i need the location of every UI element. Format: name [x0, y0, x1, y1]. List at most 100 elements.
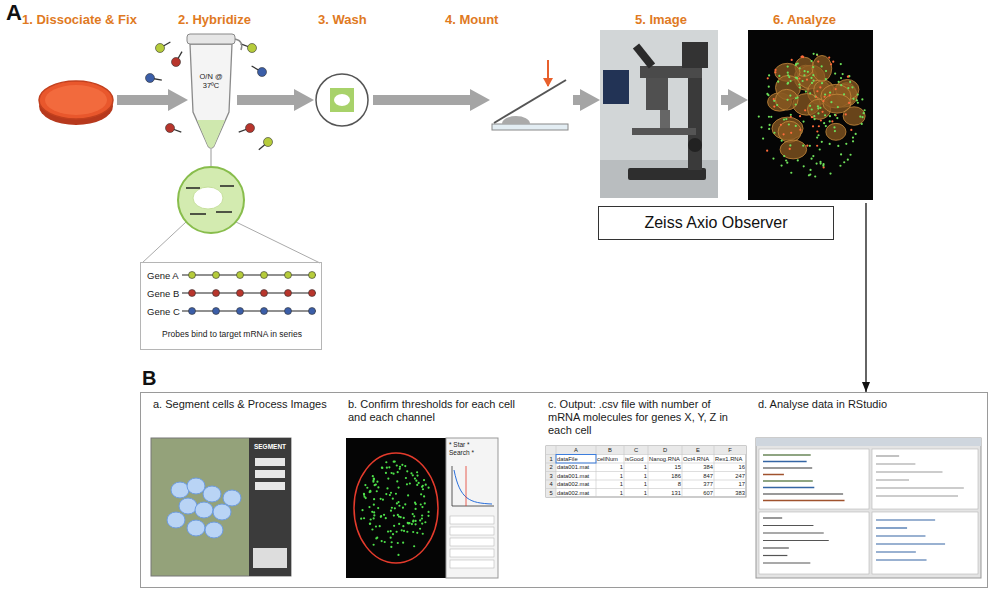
mrna-spot — [369, 523, 371, 525]
mrna-spot — [829, 91, 831, 93]
pane-line — [876, 535, 925, 536]
mrna-spot — [383, 514, 385, 516]
cell — [826, 123, 846, 140]
petri-dish — [39, 81, 113, 119]
mrna-spot — [381, 540, 383, 542]
probe — [166, 124, 175, 133]
mrna-spot — [366, 487, 368, 489]
cell-outline — [354, 453, 438, 563]
mrna-spot — [414, 523, 416, 525]
mrna-spot — [774, 69, 776, 71]
table-cell: 1 — [597, 489, 623, 498]
mrna-spot — [363, 493, 365, 495]
mrna-spot — [842, 73, 844, 75]
panel-letter: A — [6, 0, 22, 26]
mrna-spot — [399, 466, 401, 468]
mrna-spot — [390, 472, 392, 474]
mrna-spot — [416, 484, 418, 486]
code-line — [763, 480, 813, 482]
mrna-spot — [786, 83, 788, 85]
step-title: 3. Wash — [318, 12, 367, 28]
mrna-spot — [391, 507, 393, 509]
mrna-spot — [407, 522, 409, 524]
mrna-spot — [850, 129, 852, 131]
table-header: 1 — [547, 455, 555, 464]
mrna-spot — [836, 117, 838, 119]
mrna-spot — [412, 520, 414, 522]
instrument-name: Zeiss Axio Observer — [644, 213, 787, 232]
selected-cell — [556, 455, 596, 464]
mrna-spot — [848, 75, 850, 77]
plot-curve — [454, 470, 492, 504]
mrna-spot — [824, 93, 826, 95]
mrna-spot — [420, 503, 422, 505]
mrna-spot — [789, 148, 791, 150]
mrna-spot — [861, 98, 863, 100]
table-cell: 131 — [649, 489, 681, 498]
mrna-spot — [802, 120, 804, 122]
mrna-spot — [816, 90, 818, 92]
mrna-spot — [766, 150, 768, 152]
mrna-spot — [840, 77, 842, 79]
probe — [261, 272, 268, 279]
probe — [285, 272, 292, 279]
mrna-spot — [835, 114, 837, 116]
mrna-spot — [802, 80, 804, 82]
mrna-spot — [396, 502, 398, 504]
mrna-spot — [360, 518, 362, 520]
button — [255, 482, 285, 490]
mrna-spot — [372, 475, 374, 477]
pane-line — [876, 463, 915, 464]
mrna-spot — [388, 466, 390, 468]
mrna-spot — [425, 484, 427, 486]
mrna-spot — [806, 78, 808, 80]
screenshot — [151, 438, 291, 576]
mrna-strand — [186, 187, 200, 189]
mrna-spot — [815, 163, 817, 165]
probe — [264, 138, 273, 147]
mrna-spot — [369, 491, 371, 493]
probe — [309, 290, 316, 297]
segmented-cell — [187, 478, 205, 494]
mrna-spot — [416, 475, 418, 477]
pane — [872, 512, 978, 574]
mrna-spot — [809, 145, 811, 147]
mrna-spot — [427, 515, 429, 517]
mrna-spot — [787, 72, 789, 74]
mrna-spot — [816, 53, 818, 55]
mrna-spot — [799, 129, 801, 131]
mrna-spot — [835, 88, 837, 90]
table-cell: data002.mat — [557, 489, 595, 498]
mrna-spot — [834, 73, 836, 75]
mrna-spot — [808, 174, 810, 176]
mrna-spot — [773, 100, 775, 102]
table-header: 4 — [547, 480, 555, 489]
table-cell: dataFile — [557, 455, 595, 464]
mrna-spot — [398, 523, 400, 525]
mrna-spot — [823, 122, 825, 124]
probe — [246, 124, 255, 133]
mrna-spot — [777, 81, 779, 83]
mrna-spot — [402, 507, 404, 509]
mrna-spot — [834, 114, 836, 116]
pane-line — [876, 543, 945, 544]
mrna-spot — [768, 124, 770, 126]
mrna-spot — [843, 161, 845, 163]
console-line — [763, 532, 824, 533]
mrna-spot — [385, 493, 387, 495]
mrna-spot — [795, 64, 797, 66]
segmented-cell — [203, 486, 221, 502]
mrna-spot — [412, 520, 414, 522]
mrna-spot — [768, 74, 770, 76]
mrna-spot — [817, 112, 819, 114]
mrna-spot — [789, 144, 791, 146]
stage — [632, 128, 696, 135]
mrna-spot — [412, 474, 414, 476]
mrna-spot — [373, 504, 375, 506]
mrna-spot — [421, 506, 423, 508]
mrna-spot — [810, 77, 812, 79]
step-illustration: 5. Image — [600, 30, 718, 198]
cell — [812, 55, 832, 81]
mrna-spot — [391, 541, 393, 543]
table-header: 3 — [547, 472, 555, 481]
